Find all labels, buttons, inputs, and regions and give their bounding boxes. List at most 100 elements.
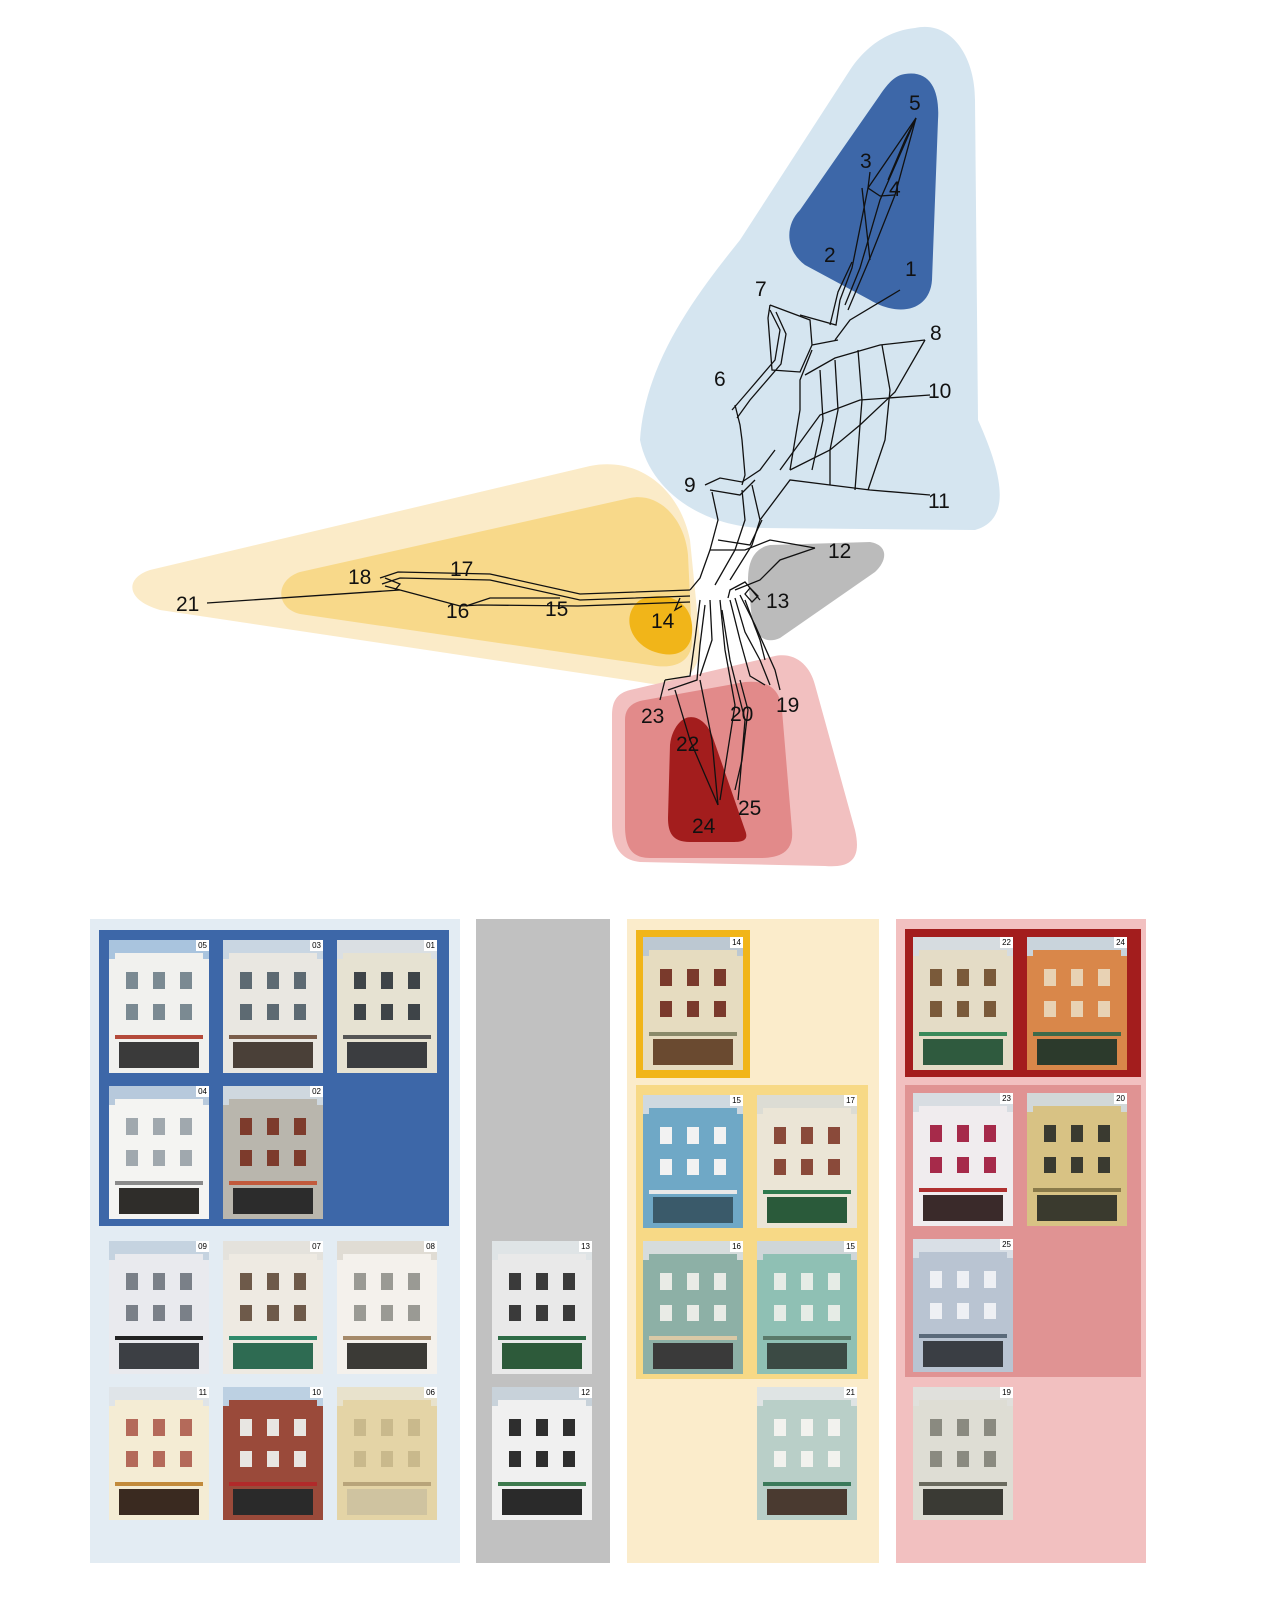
photo-number: 01	[424, 940, 437, 951]
photo-awning	[115, 1481, 203, 1487]
photo-window	[686, 1127, 700, 1145]
photo-window	[266, 1118, 280, 1136]
photo-facade	[1033, 1106, 1121, 1226]
photo-window	[294, 1273, 307, 1291]
photo-window	[380, 1419, 394, 1437]
building-photo: 22	[913, 937, 1013, 1070]
photo-window	[1043, 1125, 1056, 1143]
photo-shopfront	[232, 1041, 314, 1069]
photo-window	[800, 1158, 814, 1176]
building-photo: 07	[223, 1241, 323, 1374]
photo-window	[686, 1273, 700, 1291]
node-label-24: 24	[692, 815, 716, 838]
photo-window	[125, 1003, 138, 1021]
photo-window	[180, 972, 193, 990]
photo-window	[1098, 969, 1111, 987]
node-label-8: 8	[930, 322, 942, 345]
photo-window	[353, 1304, 366, 1322]
photo-window	[929, 1156, 942, 1174]
photo-window	[180, 1304, 193, 1322]
photo-window	[152, 972, 166, 990]
photo-shopfront	[766, 1488, 848, 1516]
photo-number: 09	[196, 1241, 209, 1252]
photo-window	[508, 1450, 521, 1468]
photo-window	[125, 1149, 138, 1167]
photo-number: 24	[1114, 937, 1127, 948]
photo-window	[380, 1003, 394, 1021]
photo-number: 05	[196, 940, 209, 951]
photo-window	[714, 969, 727, 987]
photo-number: 21	[844, 1387, 857, 1398]
photo-window	[984, 1450, 997, 1468]
photo-window	[773, 1304, 786, 1322]
photo-window	[294, 1003, 307, 1021]
photo-window	[773, 1450, 786, 1468]
photo-shopfront	[922, 1340, 1004, 1368]
photo-awning	[1033, 1031, 1121, 1037]
photo-window	[773, 1158, 786, 1176]
photo-facade	[343, 1254, 431, 1374]
photo-window	[828, 1419, 841, 1437]
photo-window	[563, 1273, 576, 1291]
photo-facade	[229, 1099, 317, 1219]
node-label-4: 4	[889, 178, 901, 201]
photo-window	[1070, 1000, 1084, 1018]
node-label-18: 18	[348, 566, 371, 589]
photo-shopfront	[501, 1488, 583, 1516]
photo-window	[508, 1419, 521, 1437]
hull-orange	[629, 596, 693, 655]
photo-number: 06	[424, 1387, 437, 1398]
photo-window	[125, 1450, 138, 1468]
photo-window	[659, 1158, 672, 1176]
photo-facade	[498, 1254, 586, 1374]
photo-window	[686, 969, 700, 987]
photo-facade	[115, 1099, 203, 1219]
photo-window	[1043, 969, 1056, 987]
photo-window	[294, 1118, 307, 1136]
building-photo: 16	[643, 1241, 743, 1374]
photo-awning	[115, 1034, 203, 1040]
photo-window	[984, 1419, 997, 1437]
photo-facade	[229, 1254, 317, 1374]
photo-number: 03	[310, 940, 323, 951]
photo-window	[929, 1271, 942, 1289]
photo-shopfront	[1036, 1038, 1118, 1066]
photo-awning	[763, 1481, 851, 1487]
photo-awning	[115, 1180, 203, 1186]
photo-awning	[229, 1481, 317, 1487]
photo-window	[408, 1450, 421, 1468]
photo-window	[1043, 1000, 1056, 1018]
building-photo: 10	[223, 1387, 323, 1520]
photo-facade	[763, 1400, 851, 1520]
node-label-22: 22	[676, 733, 699, 756]
photo-window	[984, 969, 997, 987]
node-label-13: 13	[766, 590, 789, 613]
photo-facade	[343, 953, 431, 1073]
photo-window	[380, 1273, 394, 1291]
photo-awning	[919, 1333, 1007, 1339]
photo-window	[535, 1304, 549, 1322]
hull-grey	[748, 542, 885, 641]
photo-number: 12	[579, 1387, 592, 1398]
node-label-23: 23	[641, 705, 664, 728]
photo-shopfront	[346, 1342, 428, 1370]
photo-awning	[229, 1180, 317, 1186]
photo-window	[239, 972, 252, 990]
photo-window	[984, 1000, 997, 1018]
building-photo: 15	[643, 1095, 743, 1228]
photo-window	[800, 1304, 814, 1322]
building-photo: 02	[223, 1086, 323, 1219]
photo-window	[1043, 1156, 1056, 1174]
photo-window	[266, 1003, 280, 1021]
building-photo: 12	[492, 1387, 592, 1520]
photo-shopfront	[922, 1194, 1004, 1222]
photo-window	[294, 972, 307, 990]
photo-window	[152, 1273, 166, 1291]
photo-window	[239, 1149, 252, 1167]
photo-window	[294, 1304, 307, 1322]
photo-window	[984, 1302, 997, 1320]
